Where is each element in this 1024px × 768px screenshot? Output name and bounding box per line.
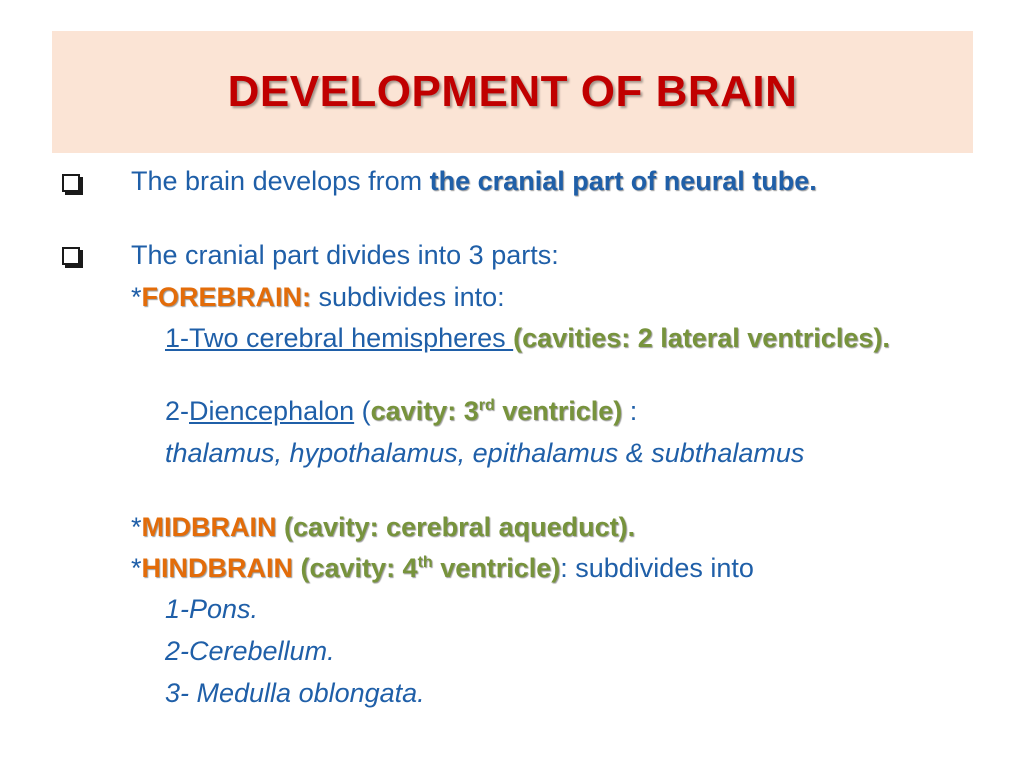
- forebrain-item-1: 1-Two cerebral hemispheres (cavities: 2 …: [165, 321, 925, 355]
- checkbox-bullet-icon: [62, 247, 80, 265]
- slide-title: DEVELOPMENT OF BRAIN: [227, 67, 798, 116]
- forebrain-label: FOREBRAIN:: [141, 282, 312, 312]
- medulla-text: 3- Medulla oblongata.: [165, 678, 425, 708]
- cerebral-hemispheres-cavity: (cavities: 2 lateral ventricles).: [513, 323, 890, 353]
- hindbrain-cavity-sup: th: [417, 554, 433, 571]
- diencephalon-cavity: cavity: 3rd ventricle): [371, 396, 623, 426]
- diencephalon-colon: :: [622, 396, 638, 426]
- midbrain-cavity: (cavity: cerebral aqueduct).: [276, 512, 636, 542]
- hindbrain-cavity-b: ventricle): [432, 553, 561, 583]
- bullet-2: The cranial part divides into 3 parts:: [131, 238, 559, 272]
- hindbrain-text: : subdivides into: [560, 553, 754, 583]
- diencephalon-label: Diencephalon: [189, 396, 355, 426]
- bullet-1-highlight: the cranial part of neural tube.: [429, 166, 817, 196]
- midbrain-line: *MIDBRAIN (cavity: cerebral aqueduct).: [131, 510, 635, 544]
- hindbrain-item-3: 3- Medulla oblongata.: [165, 676, 425, 710]
- diencephalon-cavity-a: cavity: 3: [370, 396, 479, 426]
- hindbrain-cavity: (cavity: 4th ventricle): [293, 553, 561, 583]
- hindbrain-cavity-a: (cavity: 4: [293, 553, 418, 583]
- forebrain-star: *: [131, 282, 142, 312]
- title-banner: DEVELOPMENT OF BRAIN: [52, 31, 973, 153]
- hindbrain-line: *HINDBRAIN (cavity: 4th ventricle): subd…: [131, 551, 754, 585]
- midbrain-label: MIDBRAIN: [141, 512, 277, 542]
- forebrain-item-2: 2-Diencephalon (cavity: 3rd ventricle) :: [165, 394, 637, 428]
- hindbrain-item-2: 2-Cerebellum.: [165, 634, 335, 668]
- cerebral-hemispheres-label: 1-Two cerebral hemispheres: [165, 323, 514, 353]
- midbrain-star: *: [131, 512, 142, 542]
- diencephalon-cavity-sup: rd: [478, 397, 495, 414]
- forebrain-text: subdivides into:: [311, 282, 505, 312]
- hindbrain-item-1: 1-Pons.: [165, 592, 258, 626]
- bullet-1-text: The brain develops from: [131, 166, 430, 196]
- diencephalon-prefix: 2-: [165, 396, 190, 426]
- diencephalon-cavity-b: ventricle): [494, 396, 623, 426]
- pons-text: 1-Pons.: [165, 594, 259, 624]
- diencephalon-parts: thalamus, hypothalamus, epithalamus & su…: [165, 436, 865, 470]
- diencephalon-parts-text: thalamus, hypothalamus, epithalamus & su…: [165, 438, 805, 468]
- forebrain-line: *FOREBRAIN: subdivides into:: [131, 280, 505, 314]
- bullet-1: The brain develops from the cranial part…: [131, 164, 931, 198]
- hindbrain-star: *: [131, 553, 142, 583]
- bullet-2-text: The cranial part divides into 3 parts:: [131, 240, 559, 270]
- checkbox-bullet-icon: [62, 174, 80, 192]
- hindbrain-label: HINDBRAIN: [141, 553, 294, 583]
- cerebellum-text: 2-Cerebellum.: [165, 636, 335, 666]
- diencephalon-paren: (: [354, 396, 371, 426]
